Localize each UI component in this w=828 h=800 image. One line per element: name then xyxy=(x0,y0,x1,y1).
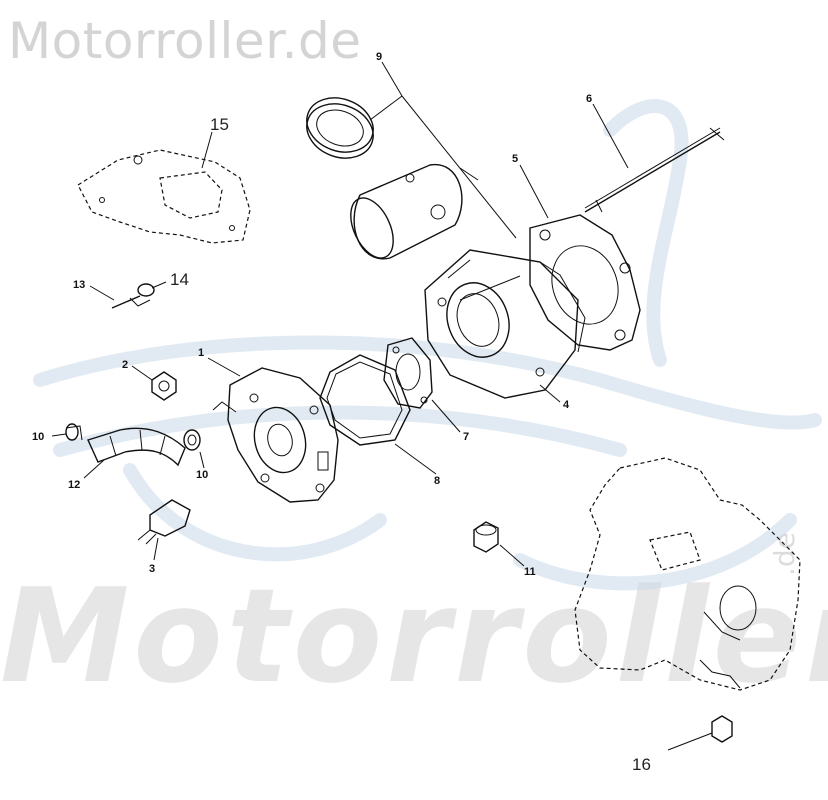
watermark-site-name: Motorroller.de xyxy=(8,12,362,70)
callout-12: 12 xyxy=(68,479,80,491)
part-6-stud-bolt: 6 xyxy=(584,93,725,213)
part-3-temperature-sensor: 3 xyxy=(137,499,191,575)
callout-3: 3 xyxy=(149,563,155,575)
part-1-cylinder-head: 1 xyxy=(198,347,339,503)
callout-2: 2 xyxy=(122,359,128,371)
part-16-bushing: 16 xyxy=(632,715,733,774)
callout-5: 5 xyxy=(512,153,518,165)
watermark-large-brand: Motorroller xyxy=(0,560,828,712)
crankcase-outline xyxy=(574,457,801,691)
callout-8: 8 xyxy=(434,475,440,487)
part-4-cylinder: 4 xyxy=(424,249,586,411)
callout-7: 7 xyxy=(463,431,469,443)
callout-10-left: 10 xyxy=(32,431,44,443)
callout-10-right: 10 xyxy=(196,469,208,481)
part-2-spacer: 2 xyxy=(122,359,177,401)
callout-4: 4 xyxy=(563,399,570,411)
callout-11: 11 xyxy=(524,566,536,578)
callout-14: 14 xyxy=(170,270,189,289)
callout-1: 1 xyxy=(198,347,204,359)
part-10-12-hose-and-clamps: 10 10 12 xyxy=(32,423,208,491)
callout-16: 16 xyxy=(632,755,651,774)
part-13-14-screw-fitting: 13 14 xyxy=(73,270,189,309)
callout-13: 13 xyxy=(73,279,85,291)
part-11-plug-bolt: 11 xyxy=(473,521,536,578)
scooter-logo-watermark xyxy=(33,99,822,591)
part-5-base-gasket: 5 xyxy=(512,153,641,351)
part-15-gasket-sheet: 15 xyxy=(77,115,251,244)
part-9-piston-and-rings: 9 xyxy=(306,51,517,260)
callout-9: 9 xyxy=(376,51,382,63)
callout-6: 6 xyxy=(586,93,592,105)
callout-15: 15 xyxy=(210,115,229,134)
